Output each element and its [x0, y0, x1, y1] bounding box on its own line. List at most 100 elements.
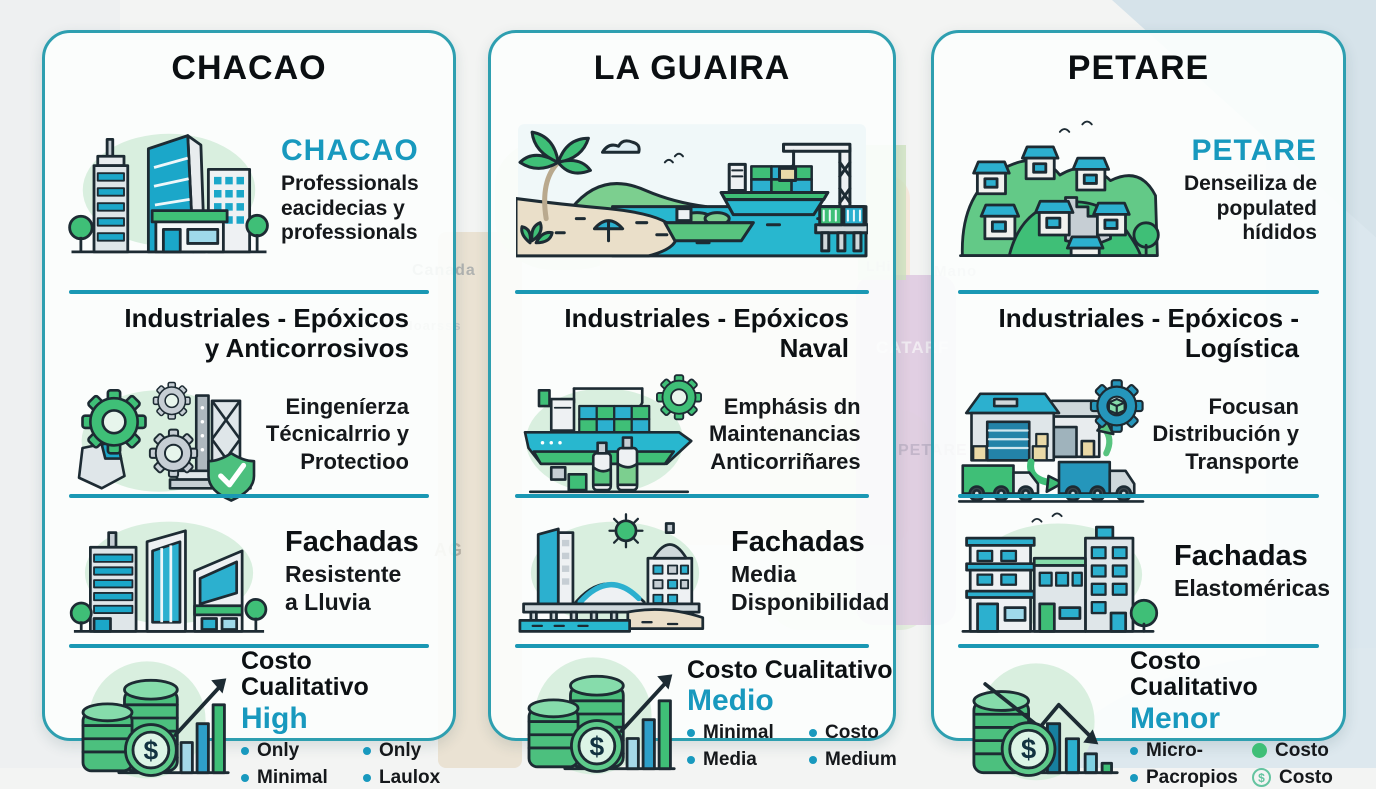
section-divider	[515, 494, 869, 498]
bullet-dot-icon	[241, 746, 249, 755]
section-industriales: Industriales - Epóxicos y Anticorrosivos	[63, 294, 435, 502]
costo-heading: Costo Cualitativo	[687, 655, 893, 684]
card-la-guaira: LA GUAIRA	[488, 30, 897, 777]
section-fachadas: Fachadas Resistente a Lluvia	[63, 498, 435, 644]
fachadas-body: Media Disponibilidad	[731, 560, 890, 615]
beach-port-illustration	[516, 124, 868, 258]
hillside-houses-illustration	[959, 120, 1160, 258]
bullet-label: Costo	[1275, 739, 1329, 761]
green-circle-icon	[1252, 743, 1267, 758]
section-divider	[958, 644, 1319, 648]
bullet-label: Minimal	[257, 766, 328, 788]
bullet-dot-icon	[809, 729, 817, 738]
costo-level: Medio	[687, 684, 774, 718]
bullet-dot-icon	[363, 773, 371, 782]
bullet-dot-icon	[1130, 773, 1138, 782]
bullet-label: Laulox	[379, 766, 441, 788]
section-divider	[958, 290, 1319, 294]
bullet-label: Pacropios	[1146, 766, 1238, 788]
section-divider	[69, 290, 429, 294]
fachadas-body: Resistente a Lluvia	[285, 560, 402, 615]
industriales-body: Eingeníerza Técnicalrrio y Protectioo	[265, 393, 409, 474]
bullet-dot-icon	[687, 729, 695, 738]
bullet-label: Costo	[1279, 766, 1333, 788]
bullet-dot-icon	[809, 756, 817, 765]
section-divider	[515, 644, 869, 648]
warehouse-logistics-illustration	[957, 378, 1145, 503]
header-text-block: CHACAO Professionals eacidecias y profes…	[275, 134, 435, 246]
section-divider	[69, 494, 429, 498]
industriales-heading: Industriales - Epóxicos Naval	[564, 303, 849, 363]
costo-heading: Costo Cualitativo	[1130, 647, 1258, 702]
coins-rising-chart-illustration	[81, 659, 231, 781]
bullet-dot-icon	[241, 773, 249, 782]
bullet-dot-icon	[1130, 746, 1138, 755]
bullet-label: Costo	[825, 722, 879, 744]
naval-ship-illustration	[523, 374, 702, 494]
bullet-item: Laulox	[363, 767, 440, 789]
bullet-label: Only	[257, 739, 300, 761]
dollar-circle-icon	[1252, 768, 1271, 787]
costo-bullets: Minimal Costo Media Medium	[687, 722, 897, 771]
bullet-item: Micro-	[1130, 740, 1248, 762]
section-industriales: Industriales - Epóxicos Naval	[509, 294, 875, 494]
city-skyline-illustration	[68, 133, 269, 254]
costo-level: Menor	[1130, 701, 1220, 735]
coins-declining-chart-illustration: $	[972, 663, 1119, 781]
section-costo: Costo Cualitativo High Only Only Minimal…	[63, 648, 440, 789]
bullet-item: Only	[363, 740, 440, 762]
section-divider	[69, 644, 429, 648]
card-chacao: CHACAO	[42, 30, 456, 788]
modern-buildings-illustration	[69, 521, 268, 633]
bullet-label: Media	[703, 749, 757, 771]
coins-rising-chart-illustration	[527, 655, 677, 777]
section-costo: Costo Cualitativo Medio Minimal Costo Me…	[509, 648, 897, 780]
card-petare: PETARE	[931, 30, 1346, 788]
industriales-body: Emphásis dn Maintenancias Anticorriñares	[709, 393, 861, 474]
industriales-heading: Industriales - Epóxicos y Anticorrosivos	[124, 303, 409, 363]
section-costo: $ Costo Cualitativo Menor Micro- Costo P…	[952, 648, 1333, 789]
district-description: Denseiliza de populated hídidos	[1183, 172, 1317, 245]
costo-level: High	[241, 701, 308, 735]
costo-heading: Costo Cualitativo	[241, 647, 369, 702]
bullet-item: Only	[241, 740, 359, 762]
bullet-item: Pacropios	[1130, 767, 1248, 789]
section-header	[509, 90, 875, 290]
bullet-item: Costo	[809, 722, 897, 744]
bullet-label: Micro-	[1146, 739, 1203, 761]
section-fachadas: Fachadas Media Disponibilidad	[509, 498, 889, 644]
costo-bullets: Micro- Costo Pacropios Costo	[1130, 740, 1333, 789]
svg-text:$: $	[1021, 734, 1036, 765]
bullet-item: Minimal	[687, 722, 805, 744]
industriales-body: Focusan Distribución y Transporte	[1152, 393, 1299, 474]
section-divider	[515, 290, 869, 294]
bullet-item: Media	[687, 749, 805, 771]
fachadas-heading: Fachadas	[731, 525, 865, 558]
district-description: Professionals eacidecias y professionals	[281, 172, 419, 245]
bullet-item: Costo	[1252, 767, 1333, 789]
section-header: PETARE Denseiliza de populated hídidos	[952, 90, 1325, 290]
bullet-item: Minimal	[241, 767, 359, 789]
header-text-block: PETARE Denseiliza de populated hídidos	[1164, 134, 1325, 246]
fachadas-heading: Fachadas	[285, 525, 419, 558]
costo-bullets: Only Only Minimal Laulox	[241, 740, 440, 789]
fachadas-heading: Fachadas	[1174, 539, 1308, 572]
section-industriales: Industriales - Epóxicos - Logística	[952, 294, 1325, 503]
bullet-dot-icon	[363, 746, 371, 755]
bullet-label: Medium	[825, 749, 897, 771]
section-header: CHACAO Professionals eacidecias y profes…	[63, 90, 435, 290]
gears-steel-shield-illustration	[77, 381, 256, 502]
bullet-item: Costo	[1252, 740, 1333, 762]
fachadas-body: Elastoméricas	[1174, 574, 1330, 601]
card-title: LA GUAIRA	[593, 49, 791, 87]
industriales-heading: Industriales - Epóxicos - Logística	[998, 303, 1299, 363]
section-fachadas: Fachadas Elastoméricas	[952, 498, 1330, 644]
card-title: PETARE	[1067, 49, 1210, 87]
bullet-dot-icon	[687, 756, 695, 765]
card-title: CHACAO	[171, 49, 327, 87]
coastal-buildings-illustration	[518, 513, 705, 633]
district-name: PETARE	[1191, 134, 1317, 168]
apartment-buildings-illustration	[961, 512, 1159, 633]
district-name: CHACAO	[281, 134, 419, 168]
bullet-label: Minimal	[703, 722, 774, 744]
